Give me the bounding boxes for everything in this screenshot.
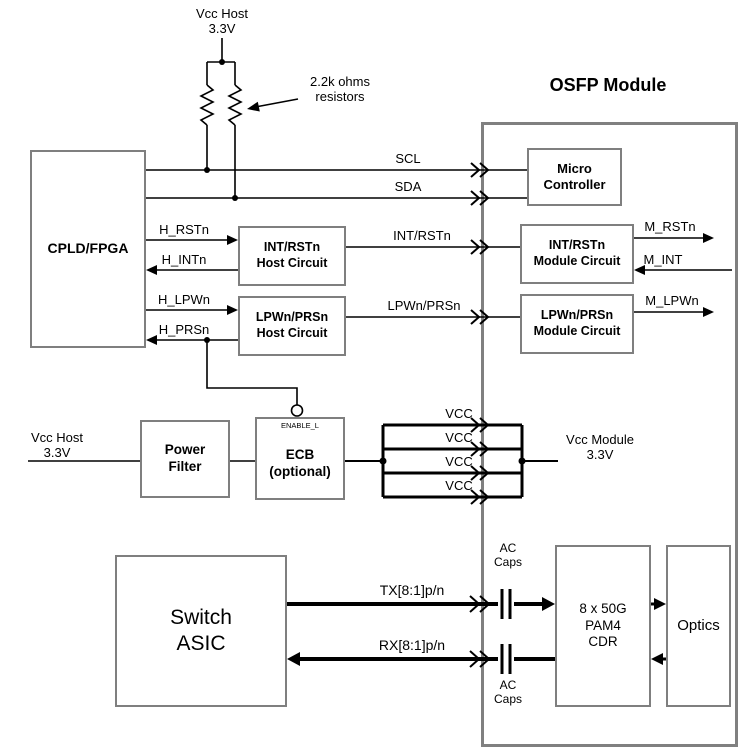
m-lpwn-label: M_LPWn <box>645 293 699 308</box>
arrowhead <box>146 265 157 275</box>
lpwn-prsn-host-block: LPWn/PRSn Host Circuit <box>238 296 346 356</box>
junction-dot <box>232 195 238 201</box>
h-lpwn-label: H_LPWn <box>157 292 211 307</box>
ac-caps-top-label: AC Caps <box>493 541 523 570</box>
resistor-note-arrow <box>247 98 299 112</box>
h-intn-label: H_INTn <box>161 252 207 267</box>
m-int-label: M_INT <box>643 252 683 267</box>
lpwn-prsn-module-block: LPWn/PRSn Module Circuit <box>520 294 634 354</box>
enable-l-label: ENABLE_L <box>281 421 319 430</box>
tx-label: TX[8:1]p/n <box>379 582 445 598</box>
enable-l-pin-circle <box>290 404 304 417</box>
int-rstn-host-block: INT/RSTn Host Circuit <box>238 226 346 286</box>
scl-label: SCL <box>395 151 421 166</box>
micro-controller-block: Micro Controller <box>527 148 622 206</box>
power-filter-block: Power Filter <box>140 420 230 498</box>
resistor-symbol <box>199 84 215 126</box>
junction-dot <box>219 59 225 65</box>
rx-label: RX[8:1]p/n <box>378 637 446 653</box>
m-rstn-label: M_RSTn <box>644 219 696 234</box>
resistor-symbol <box>227 84 243 126</box>
vcc-host-left-label: Vcc Host 3.3V <box>30 430 84 461</box>
ecb-label: ECB (optional) <box>269 447 331 480</box>
resistor-note-label: 2.2k ohms resistors <box>310 74 370 105</box>
vcc-module-label: Vcc Module 3.3V <box>566 432 634 463</box>
junction-dot <box>204 167 210 173</box>
junction-dot <box>379 457 387 465</box>
arrowhead <box>227 305 238 315</box>
vcc-label-1: VCC <box>445 406 473 421</box>
switch-asic-block: Switch ASIC <box>115 555 287 707</box>
ecb-block: ENABLE_L ECB (optional) <box>255 417 345 500</box>
int-rstn-label: INT/RSTn <box>393 228 451 243</box>
cdr-block: 8 x 50G PAM4 CDR <box>555 545 651 707</box>
vcc-label-4: VCC <box>445 478 473 493</box>
vcc-host-top-label: Vcc Host 3.3V <box>195 6 249 37</box>
int-rstn-module-block: INT/RSTn Module Circuit <box>520 224 634 284</box>
junction-dot <box>204 337 210 343</box>
pullup-wires <box>206 38 236 198</box>
vcc-label-3: VCC <box>445 454 473 469</box>
lpwn-prsn-label: LPWn/PRSn <box>387 298 461 313</box>
sda-label: SDA <box>394 179 422 194</box>
cpld-fpga-block: CPLD/FPGA <box>30 150 146 348</box>
vcc-label-2: VCC <box>445 430 473 445</box>
ac-caps-bottom-label: AC Caps <box>493 678 523 707</box>
arrowhead <box>146 335 157 345</box>
arrowhead <box>227 235 238 245</box>
osfp-module-title: OSFP Module <box>549 75 667 95</box>
h-prsn-label: H_PRSn <box>158 322 210 337</box>
h-rstn-label: H_RSTn <box>159 222 209 237</box>
optics-block: Optics <box>666 545 731 707</box>
arrowhead <box>287 652 300 666</box>
